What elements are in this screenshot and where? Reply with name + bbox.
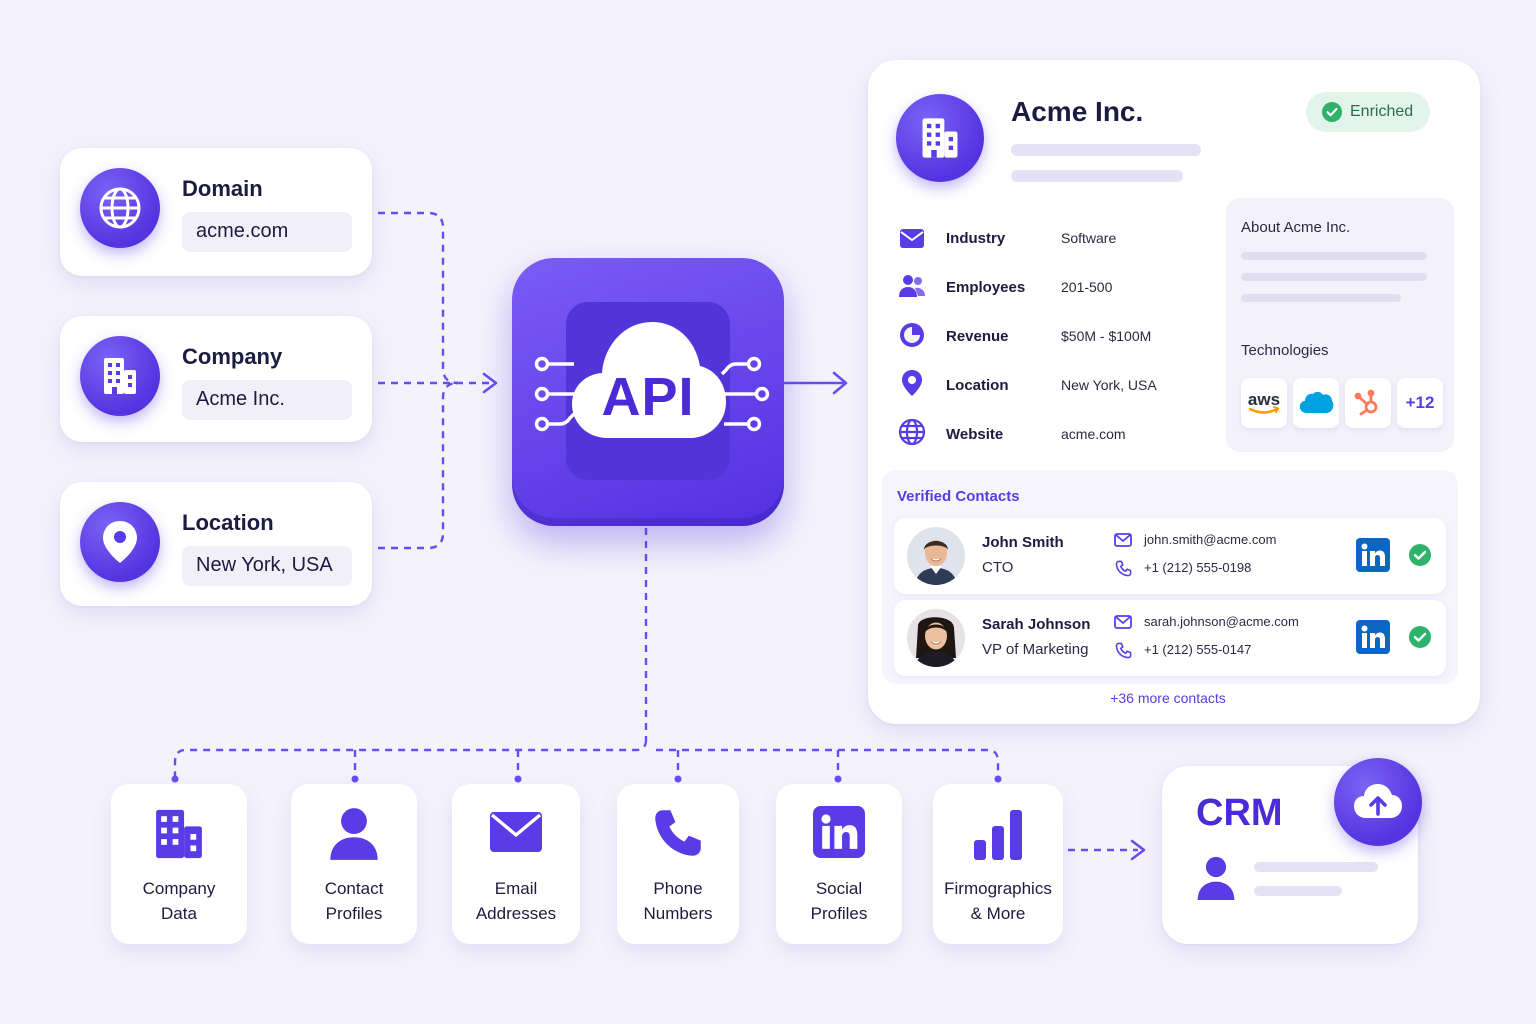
location-input[interactable]: New York, USA <box>182 546 352 586</box>
output-label: Email Addresses <box>452 876 580 926</box>
users-icon <box>898 272 926 300</box>
field-label: Location <box>946 377 1009 394</box>
contact-role: VP of Marketing <box>982 641 1088 658</box>
connector-branches <box>175 740 998 776</box>
phone-icon <box>1115 642 1132 659</box>
input-card-company[interactable]: Company Acme Inc. <box>60 316 372 442</box>
envelope-icon <box>1114 532 1132 548</box>
placeholder-line <box>1011 170 1183 182</box>
contact-email[interactable]: sarah.johnson@acme.com <box>1144 614 1299 629</box>
input-title: Domain <box>182 176 263 202</box>
output-label: Contact Profiles <box>291 876 417 926</box>
revenue-icon <box>898 321 926 349</box>
phone-icon <box>1115 560 1132 577</box>
contact-row[interactable]: John Smith CTO john.smith@acme.com +1 (2… <box>894 518 1446 594</box>
person-icon <box>1194 852 1238 904</box>
output-tile-email-addresses[interactable]: Email Addresses <box>452 784 580 944</box>
output-tile-contact-profiles[interactable]: Contact Profiles <box>291 784 417 944</box>
placeholder-line <box>1241 252 1427 260</box>
placeholder-line <box>1241 273 1427 281</box>
placeholder-line <box>1254 886 1342 896</box>
hubspot-logo <box>1345 378 1391 428</box>
contact-row[interactable]: Sarah Johnson VP of Marketing sarah.john… <box>894 600 1446 676</box>
aws-logo-text: aws <box>1248 390 1280 409</box>
field-label: Revenue <box>946 328 1009 345</box>
company-name: Acme Inc. <box>1011 96 1143 128</box>
envelope-icon <box>1114 614 1132 630</box>
connector-location <box>378 383 458 548</box>
contact-phone[interactable]: +1 (212) 555-0147 <box>1144 642 1251 657</box>
bar-chart-icon <box>971 806 1025 862</box>
contacts-title: Verified Contacts <box>897 488 1020 505</box>
about-title: About Acme Inc. <box>1241 219 1350 236</box>
company-input[interactable]: Acme Inc. <box>182 380 352 420</box>
output-label: Company Data <box>111 876 247 926</box>
technologies-more[interactable]: +12 <box>1397 378 1443 428</box>
output-label: Social Profiles <box>776 876 902 926</box>
phone-icon <box>652 806 704 860</box>
field-value: acme.com <box>1061 426 1126 442</box>
contact-email[interactable]: john.smith@acme.com <box>1144 532 1276 547</box>
output-tile-social-profiles[interactable]: Social Profiles <box>776 784 902 944</box>
avatar <box>906 608 966 668</box>
technologies-title: Technologies <box>1241 342 1329 359</box>
verified-check-icon <box>1408 625 1432 649</box>
aws-logo: aws <box>1241 378 1287 428</box>
globe-icon <box>80 168 160 248</box>
building-icon <box>896 94 984 182</box>
placeholder-line <box>1254 862 1378 872</box>
briefcase-icon <box>898 224 926 252</box>
field-label: Industry <box>946 230 1005 247</box>
connector-domain <box>378 213 458 383</box>
field-value: New York, USA <box>1061 377 1157 393</box>
field-value: $50M - $100M <box>1061 328 1151 344</box>
input-card-location[interactable]: Location New York, USA <box>60 482 372 606</box>
input-title: Company <box>182 344 282 370</box>
contact-name: Sarah Johnson <box>982 616 1090 633</box>
field-label: Website <box>946 426 1003 443</box>
crm-label: CRM <box>1196 792 1283 835</box>
more-contacts-link[interactable]: +36 more contacts <box>1068 690 1268 706</box>
check-circle-icon <box>1322 102 1342 122</box>
building-icon <box>151 806 207 862</box>
contact-name: John Smith <box>982 534 1064 551</box>
output-tile-phone-numbers[interactable]: Phone Numbers <box>617 784 739 944</box>
linkedin-icon[interactable] <box>1356 620 1390 654</box>
salesforce-logo <box>1293 378 1339 428</box>
cloud-upload-icon <box>1334 758 1422 846</box>
output-tile-firmographics[interactable]: Firmographics & More <box>933 784 1063 944</box>
contact-phone[interactable]: +1 (212) 555-0198 <box>1144 560 1251 575</box>
location-pin-icon <box>80 502 160 582</box>
envelope-icon <box>487 806 545 858</box>
verified-check-icon <box>1408 543 1432 567</box>
placeholder-line <box>1011 144 1201 156</box>
placeholder-line <box>1241 294 1401 302</box>
input-card-domain[interactable]: Domain acme.com <box>60 148 372 276</box>
input-title: Location <box>182 510 274 536</box>
output-label: Firmographics & More <box>933 876 1063 926</box>
contact-role: CTO <box>982 559 1013 576</box>
globe-icon <box>898 418 926 446</box>
api-block: API <box>512 258 784 526</box>
linkedin-icon[interactable] <box>1356 538 1390 572</box>
domain-input[interactable]: acme.com <box>182 212 352 252</box>
output-label: Phone Numbers <box>617 876 739 926</box>
linkedin-icon <box>813 806 865 858</box>
location-pin-icon <box>898 369 926 397</box>
field-value: Software <box>1061 230 1116 246</box>
enriched-badge-label: Enriched <box>1350 103 1413 121</box>
building-icon <box>80 336 160 416</box>
output-tile-company-data[interactable]: Company Data <box>111 784 247 944</box>
api-label: API <box>568 366 728 428</box>
person-icon <box>328 806 380 862</box>
avatar <box>906 526 966 586</box>
field-value: 201-500 <box>1061 279 1112 295</box>
field-label: Employees <box>946 279 1025 296</box>
enriched-badge: Enriched <box>1306 92 1430 132</box>
